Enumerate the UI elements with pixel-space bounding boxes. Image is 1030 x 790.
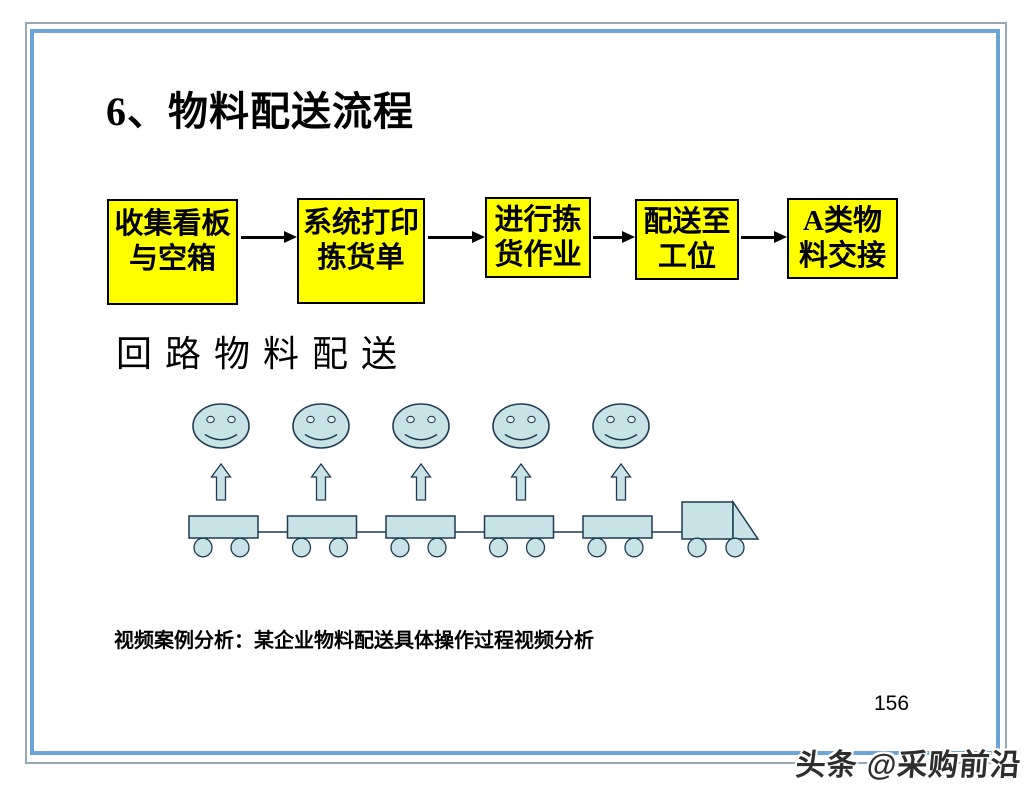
flow-arrow-icon <box>428 231 485 243</box>
slide-border-outer <box>25 22 1007 764</box>
smiley-eye <box>327 415 336 424</box>
flow-step-label-line: 与空箱 <box>128 243 216 275</box>
smiley-mouth <box>504 433 538 441</box>
flow-step-print-picklist: 系统打印 拣货单 <box>297 198 425 304</box>
flow-arrow-icon <box>593 231 635 243</box>
cart-shape <box>385 515 456 539</box>
watermark: 头条 @采购前沿 <box>794 749 1024 782</box>
cart-shape <box>582 515 653 539</box>
smiley-eye <box>406 415 415 424</box>
flow-step-label-line: 配送至 <box>643 206 731 238</box>
wheel-shape <box>193 537 213 558</box>
smiley-eye <box>427 415 436 424</box>
slide-border-inner <box>30 29 1000 755</box>
flow-step-deliver-to-station: 配送至 工位 <box>635 199 739 280</box>
smiley-eye <box>606 415 615 424</box>
smiley-eye <box>206 415 215 424</box>
smiley-eye <box>627 415 636 424</box>
smiley-mouth <box>204 433 238 441</box>
wheel-shape <box>725 537 745 558</box>
smiley-face-icon <box>192 403 250 449</box>
smiley-mouth <box>304 433 338 441</box>
up-arrow-icon <box>410 462 432 501</box>
smiley-eye <box>227 415 236 424</box>
wheel-shape <box>488 537 509 558</box>
smiley-mouth <box>404 433 438 441</box>
footer-note: 视频案例分析：某企业物料配送具体操作过程视频分析 <box>114 630 594 652</box>
flow-step-label-line: 收集看板 <box>114 208 231 240</box>
wheel-shape <box>230 537 250 558</box>
wheel-shape <box>525 537 546 558</box>
wheel-shape <box>291 537 312 558</box>
wheel-shape <box>587 537 607 558</box>
smiley-eye <box>306 415 315 424</box>
cart-shape <box>286 515 358 539</box>
wheel-shape <box>687 537 707 558</box>
flow-step-label-line: 系统打印 <box>302 207 419 239</box>
slide-title: 6、物料配送流程 <box>106 89 414 134</box>
wheel-shape <box>427 537 447 558</box>
wheel-shape <box>390 537 410 558</box>
smiley-face-icon <box>492 403 550 449</box>
wheel-shape <box>624 537 644 558</box>
flow-step-label-line: 工位 <box>657 241 716 273</box>
smiley-eye <box>527 415 536 424</box>
smiley-mouth <box>604 433 638 441</box>
cart-shape <box>188 515 259 539</box>
flow-step-label-line: 拣货单 <box>317 242 405 274</box>
wheel-shape <box>328 537 349 558</box>
tow-train-delivery-diagram <box>188 403 760 558</box>
flow-step-collect-kanban: 收集看板 与空箱 <box>107 199 238 305</box>
page-number: 156 <box>874 692 910 715</box>
smiley-eye <box>506 415 515 424</box>
loop-section-heading: 回路物料配送 <box>116 334 411 374</box>
smiley-face-icon <box>292 403 350 449</box>
up-arrow-icon <box>510 462 532 501</box>
up-arrow-icon <box>310 462 332 501</box>
tractor-cab <box>681 501 734 540</box>
up-arrow-icon <box>610 462 632 501</box>
flow-step-picking: 进行拣 货作业 <box>485 197 591 278</box>
flow-step-label-line: 进行拣 <box>494 204 582 236</box>
flow-step-label-line: A类物 <box>803 205 882 237</box>
flow-step-class-a-handover: A类物 料交接 <box>787 198 898 279</box>
flow-step-label-line: 料交接 <box>798 240 886 272</box>
smiley-face-icon <box>592 403 650 449</box>
flow-arrow-icon <box>741 231 787 243</box>
flow-arrow-icon <box>241 231 297 243</box>
tractor-nose <box>732 499 760 540</box>
smiley-face-icon <box>392 403 450 449</box>
cart-shape <box>483 515 555 539</box>
flow-step-label-line: 货作业 <box>494 239 582 271</box>
up-arrow-icon <box>210 462 232 501</box>
